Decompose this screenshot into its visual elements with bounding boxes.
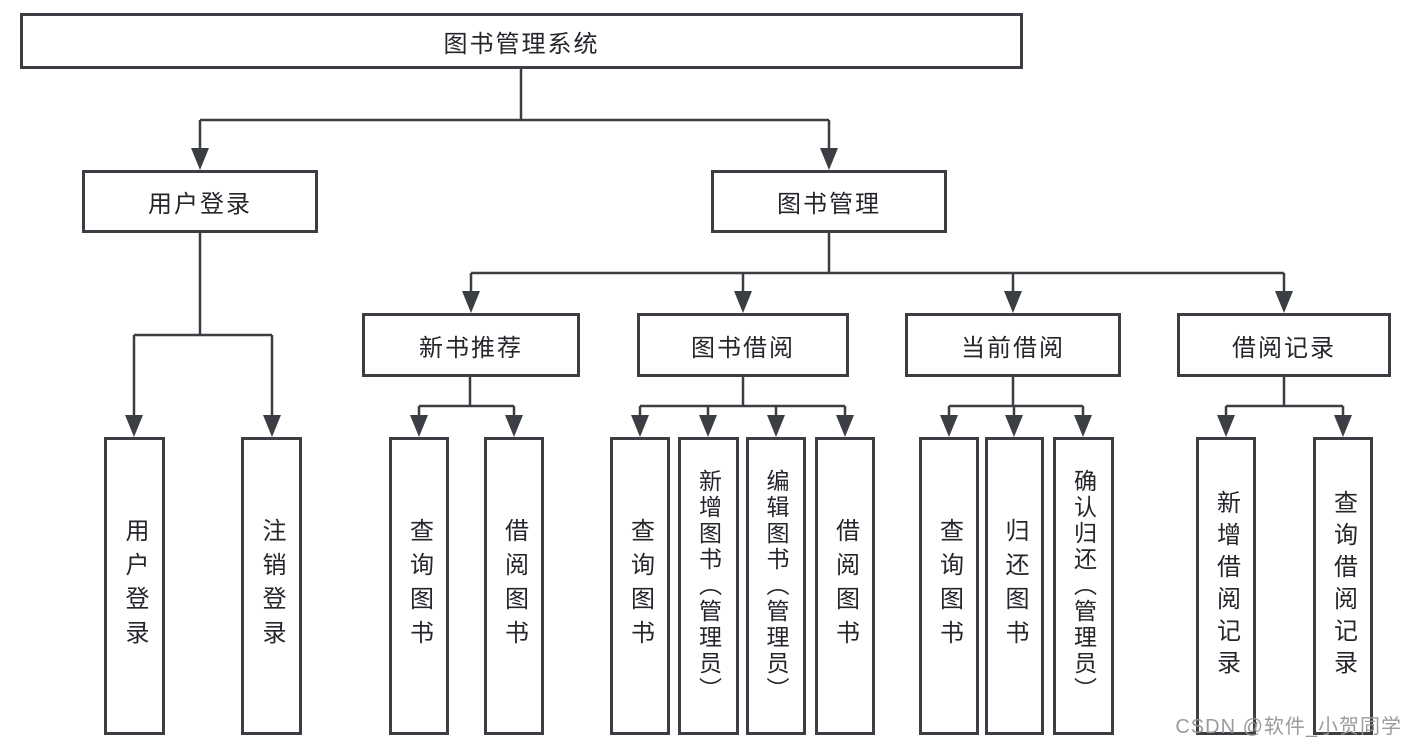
node-book-borrowing: 图书借阅 [637, 313, 849, 377]
node-book-management: 图书管理 [711, 170, 947, 233]
connector-new-book-recommend-to-leaves [410, 377, 523, 437]
connector-book-borrowing-to-leaves [631, 377, 854, 437]
connector-current-borrowing-to-leaves [940, 377, 1092, 437]
node-borrowing-records: 借阅记录 [1177, 313, 1391, 377]
leaf-query-books-current: 查询图书 [919, 437, 979, 735]
connector-borrowing-records-to-leaves [1217, 377, 1352, 437]
leaf-query-books-borrowing: 查询图书 [610, 437, 670, 735]
leaf-edit-books-admin: 编辑图书（管理员） [746, 437, 806, 735]
node-current-borrowing: 当前借阅 [905, 313, 1121, 377]
leaf-logout: 注销登录 [241, 437, 302, 735]
node-user-login: 用户登录 [82, 170, 318, 233]
connector-book-management-to-level3 [462, 233, 1293, 313]
node-library-management-system: 图书管理系统 [20, 13, 1023, 69]
leaf-add-borrow-record: 新增借阅记录 [1196, 437, 1256, 735]
leaf-confirm-return-admin: 确认归还（管理员） [1053, 437, 1114, 735]
leaf-add-books-admin: 新增图书（管理员） [678, 437, 739, 735]
leaf-borrow-books: 借阅图书 [815, 437, 875, 735]
leaf-user-login: 用户登录 [104, 437, 165, 735]
connector-root-to-level2 [191, 69, 838, 170]
leaf-borrow-books-recommend: 借阅图书 [484, 437, 544, 735]
watermark: CSDN @软件_小贺同学 [1175, 716, 1402, 738]
leaf-query-books-recommend: 查询图书 [389, 437, 449, 735]
leaf-query-borrow-record: 查询借阅记录 [1313, 437, 1373, 735]
node-new-book-recommend: 新书推荐 [362, 313, 580, 377]
leaf-return-books: 归还图书 [985, 437, 1044, 735]
connector-user-login-to-leaves [125, 233, 281, 437]
